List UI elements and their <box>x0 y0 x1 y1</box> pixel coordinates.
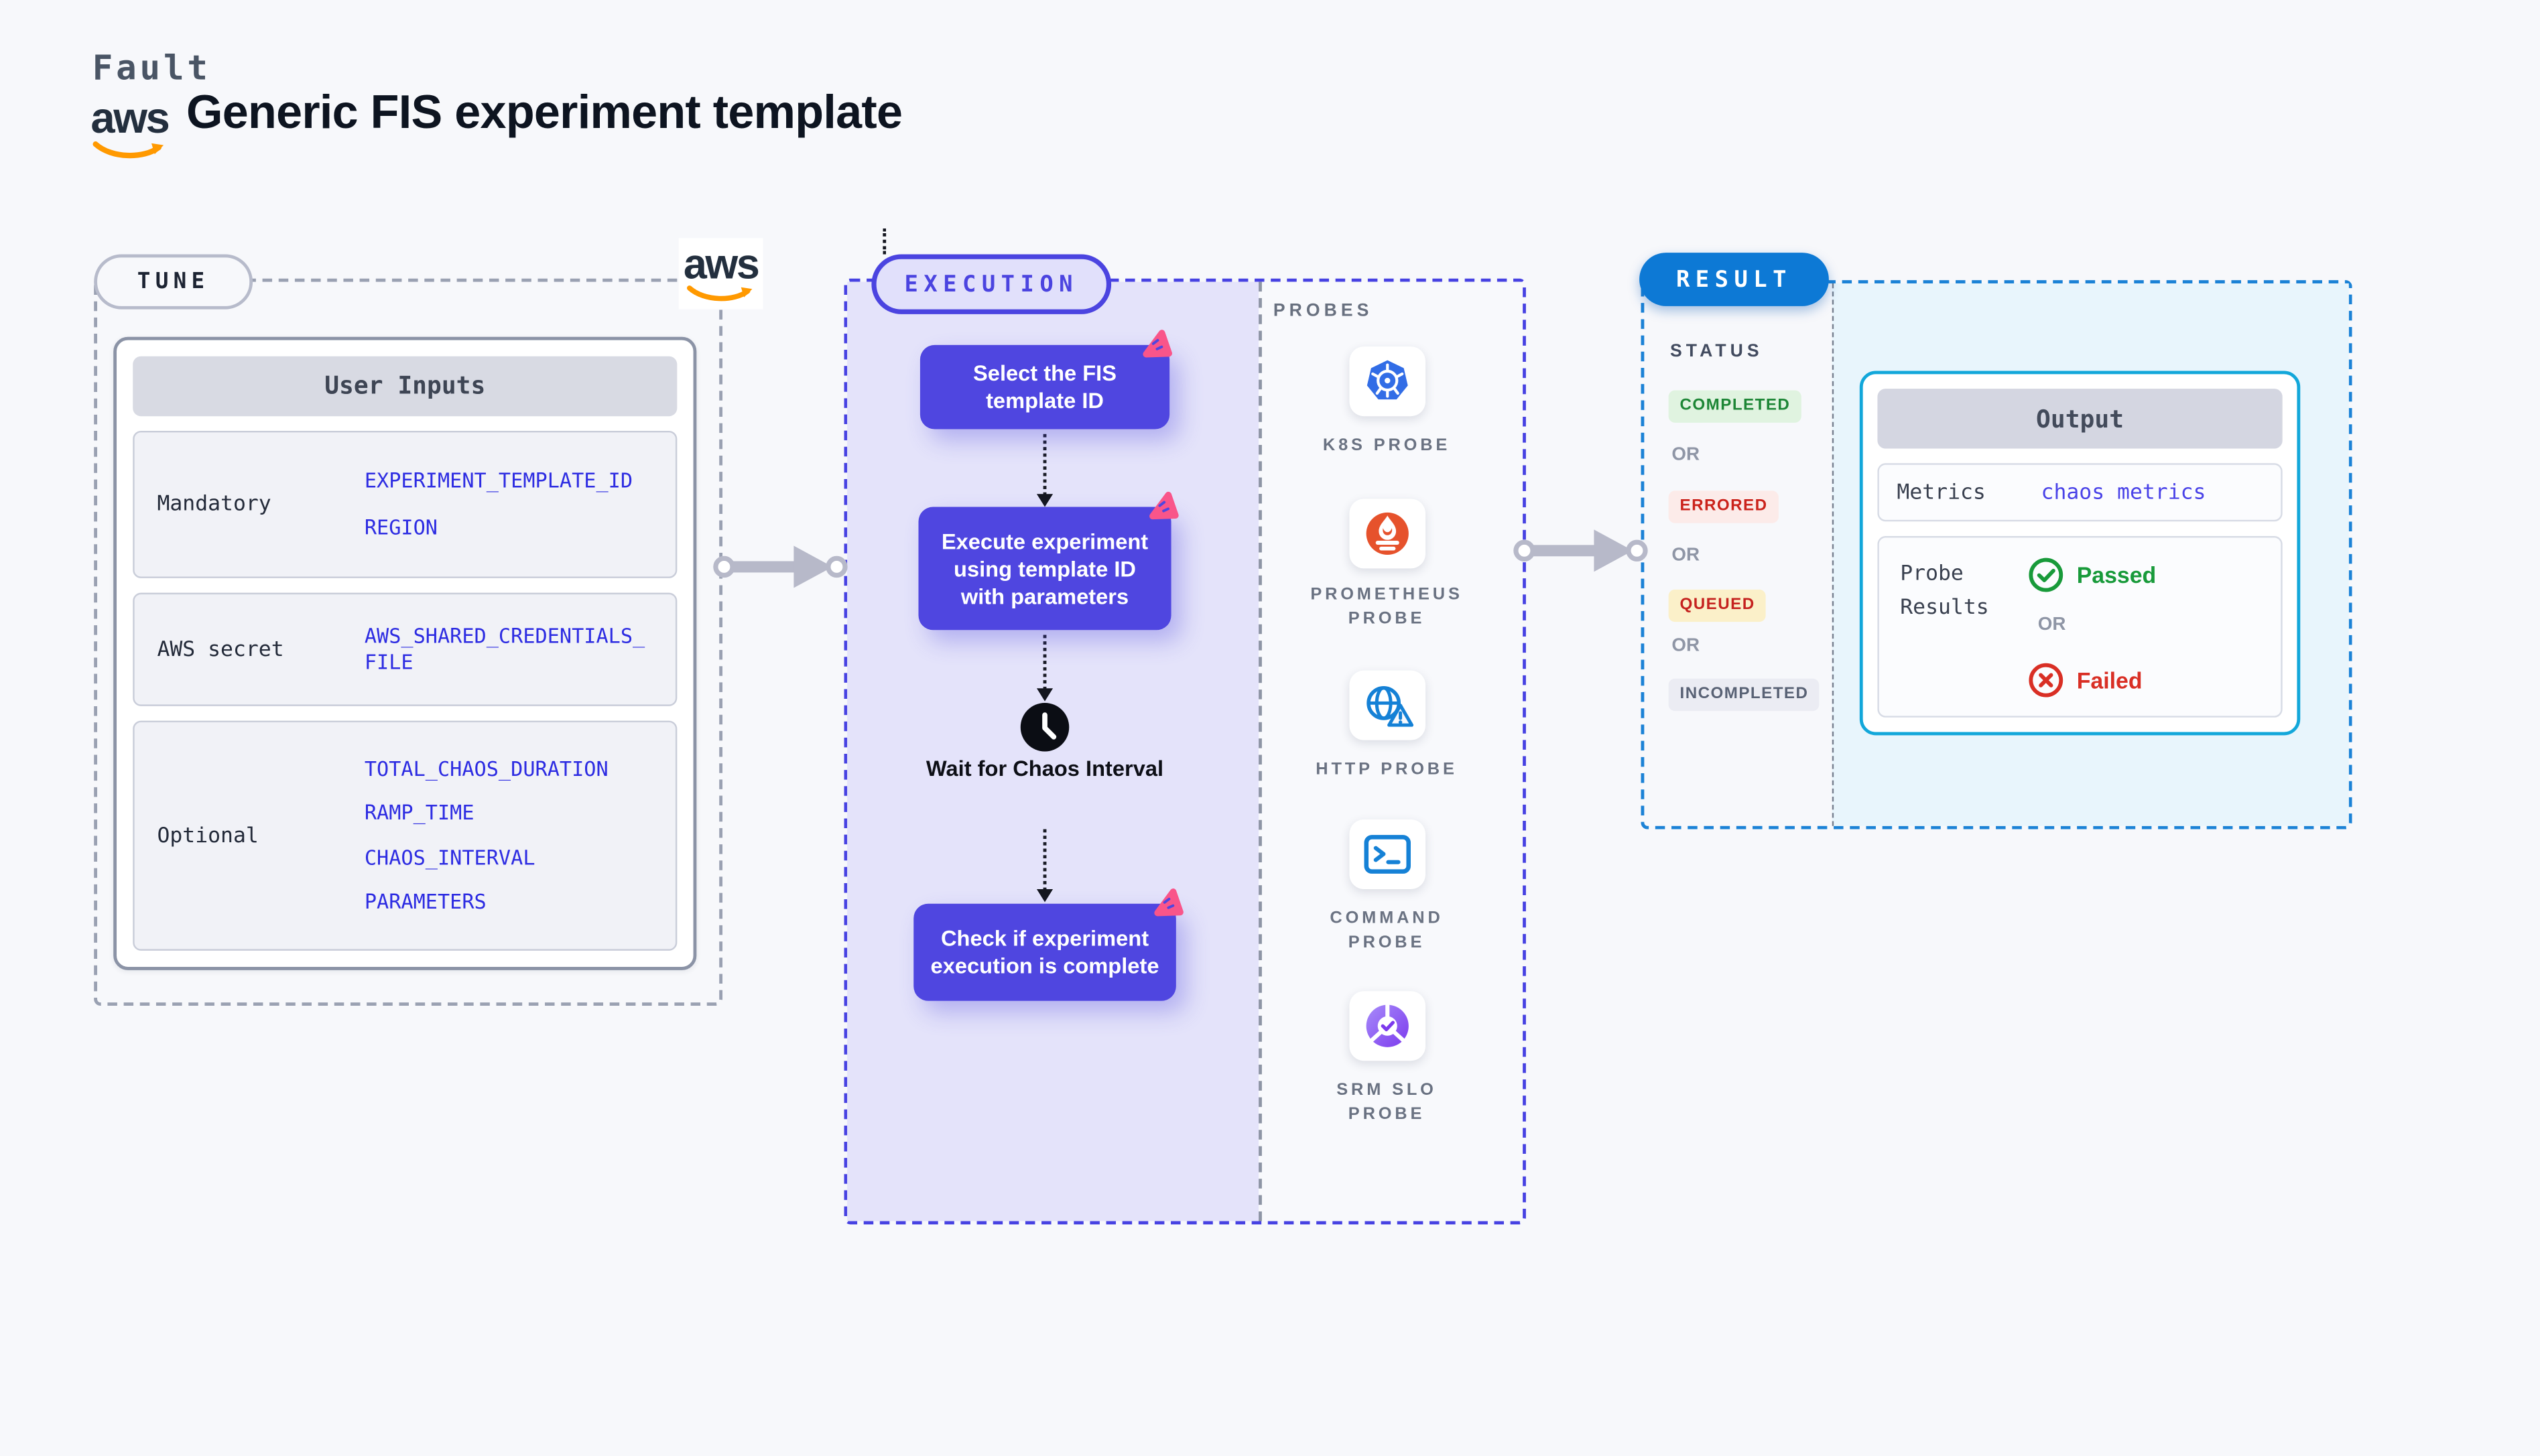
probe-label: PROMETHEUS PROBE <box>1310 584 1463 628</box>
x-circle-icon <box>2029 663 2063 698</box>
env-var: TOTAL_CHAOS_DURATION <box>364 756 609 781</box>
status-output-divider <box>1832 283 1834 826</box>
dotted-arrow-down <box>1036 635 1054 702</box>
status-badge-incompleted: INCOMPLETED <box>1668 678 1820 712</box>
row-label: Optional <box>157 823 259 848</box>
table-row-aws-secret: AWS secret AWS_SHARED_CREDENTIALS_FILE <box>133 593 678 707</box>
litmus-chaos-icon <box>1143 330 1172 358</box>
probe-label: COMMAND PROBE <box>1330 908 1444 953</box>
status-column-label: STATUS <box>1670 342 1763 362</box>
table-row-mandatory: Mandatory EXPERIMENT_TEMPLATE_ID REGION <box>133 430 678 579</box>
aws-logo-text: aws <box>683 239 760 289</box>
tune-aws-logo: aws <box>678 238 763 310</box>
execution-probes-divider <box>1259 281 1262 1221</box>
aws-smile-icon <box>92 141 164 159</box>
clock-icon <box>1020 703 1070 752</box>
connector-tick <box>883 228 887 255</box>
or-separator: OR <box>2037 615 2066 635</box>
step-execute-experiment: Execute experiment using template ID wit… <box>918 507 1171 631</box>
or-separator: OR <box>1671 445 1700 465</box>
passed-label: Passed <box>2076 561 2157 588</box>
check-circle-icon <box>2029 557 2063 592</box>
probe-label: SRM SLO PROBE <box>1336 1080 1437 1124</box>
probe-label: K8S PROBE <box>1322 436 1451 456</box>
env-var: REGION <box>364 515 438 540</box>
failed-label: Failed <box>2076 667 2143 693</box>
status-badge-completed: COMPLETED <box>1668 390 1802 423</box>
env-var: EXPERIMENT_TEMPLATE_ID <box>364 468 633 492</box>
table-row-optional: Optional TOTAL_CHAOS_DURATION RAMP_TIME … <box>133 721 678 951</box>
step-check-complete: Check if experiment execution is complet… <box>913 903 1176 1001</box>
probe-results-row: Probe Results Passed OR Failed <box>1877 536 2283 718</box>
probes-zone <box>1259 281 1523 1221</box>
env-var: CHAOS_INTERVAL <box>364 844 535 869</box>
prometheus-icon <box>1366 512 1409 555</box>
dotted-arrow-down <box>1036 829 1054 903</box>
execution-section-border <box>844 278 1526 1225</box>
result-section-badge: RESULT <box>1639 253 1829 306</box>
litmus-chaos-icon <box>1154 888 1184 917</box>
litmus-chaos-icon <box>1149 491 1179 520</box>
row-label: Mandatory <box>157 492 271 517</box>
tune-section-badge: TUNE <box>94 254 253 310</box>
dotted-arrow-down <box>1036 434 1054 507</box>
page-title: Generic FIS experiment template <box>186 87 903 139</box>
flow-arrow-execution-to-result <box>1513 529 1648 572</box>
probe-label: HTTP PROBE <box>1316 759 1458 779</box>
probes-column-label: PROBES <box>1273 301 1373 321</box>
tune-section-border <box>94 278 723 1006</box>
or-separator: OR <box>1671 545 1700 566</box>
chaos-metrics-link: chaos metrics <box>2041 480 2206 505</box>
status-badge-errored: ERRORED <box>1668 490 1779 523</box>
aws-logo: aws <box>90 94 170 162</box>
slo-check-icon <box>1366 1004 1409 1047</box>
output-table: Output Metrics chaos metrics Probe Resul… <box>1859 371 2301 736</box>
aws-logo-text: aws <box>90 94 170 143</box>
user-inputs-header: User Inputs <box>133 356 678 416</box>
probe-card-command <box>1349 819 1426 889</box>
terminal-icon <box>1364 835 1411 874</box>
step-select-template: Select the FIS template ID <box>919 344 1170 429</box>
kubernetes-icon <box>1367 360 1408 400</box>
or-separator: OR <box>1671 636 1700 656</box>
metrics-row: Metrics chaos metrics <box>1877 463 2283 522</box>
step-wait-interval: Wait for Chaos Interval <box>926 756 1164 781</box>
execution-section-badge: EXECUTION <box>871 254 1112 314</box>
probe-card-prometheus <box>1349 499 1426 569</box>
output-header: Output <box>1877 389 2283 449</box>
probe-card-k8s <box>1349 346 1426 417</box>
env-var: PARAMETERS <box>364 888 487 913</box>
status-badge-queued: QUEUED <box>1668 589 1767 622</box>
probe-card-srm-slo <box>1349 991 1426 1061</box>
row-label: AWS secret <box>157 637 284 662</box>
metrics-label: Metrics <box>1897 480 1986 505</box>
globe-alert-icon <box>1366 685 1413 726</box>
aws-smile-icon <box>686 285 753 302</box>
flow-arrow-tune-to-execution <box>713 545 848 588</box>
eyebrow-label: Fault <box>92 48 211 88</box>
probe-card-http <box>1349 670 1426 740</box>
env-var: AWS_SHARED_CREDENTIALS_FILE <box>364 623 645 675</box>
execution-flow-zone <box>847 281 1259 1221</box>
env-var: RAMP_TIME <box>364 800 474 825</box>
probe-results-label: Probe Results <box>1900 561 1989 620</box>
user-inputs-table: User Inputs Mandatory EXPERIMENT_TEMPLAT… <box>113 336 697 970</box>
